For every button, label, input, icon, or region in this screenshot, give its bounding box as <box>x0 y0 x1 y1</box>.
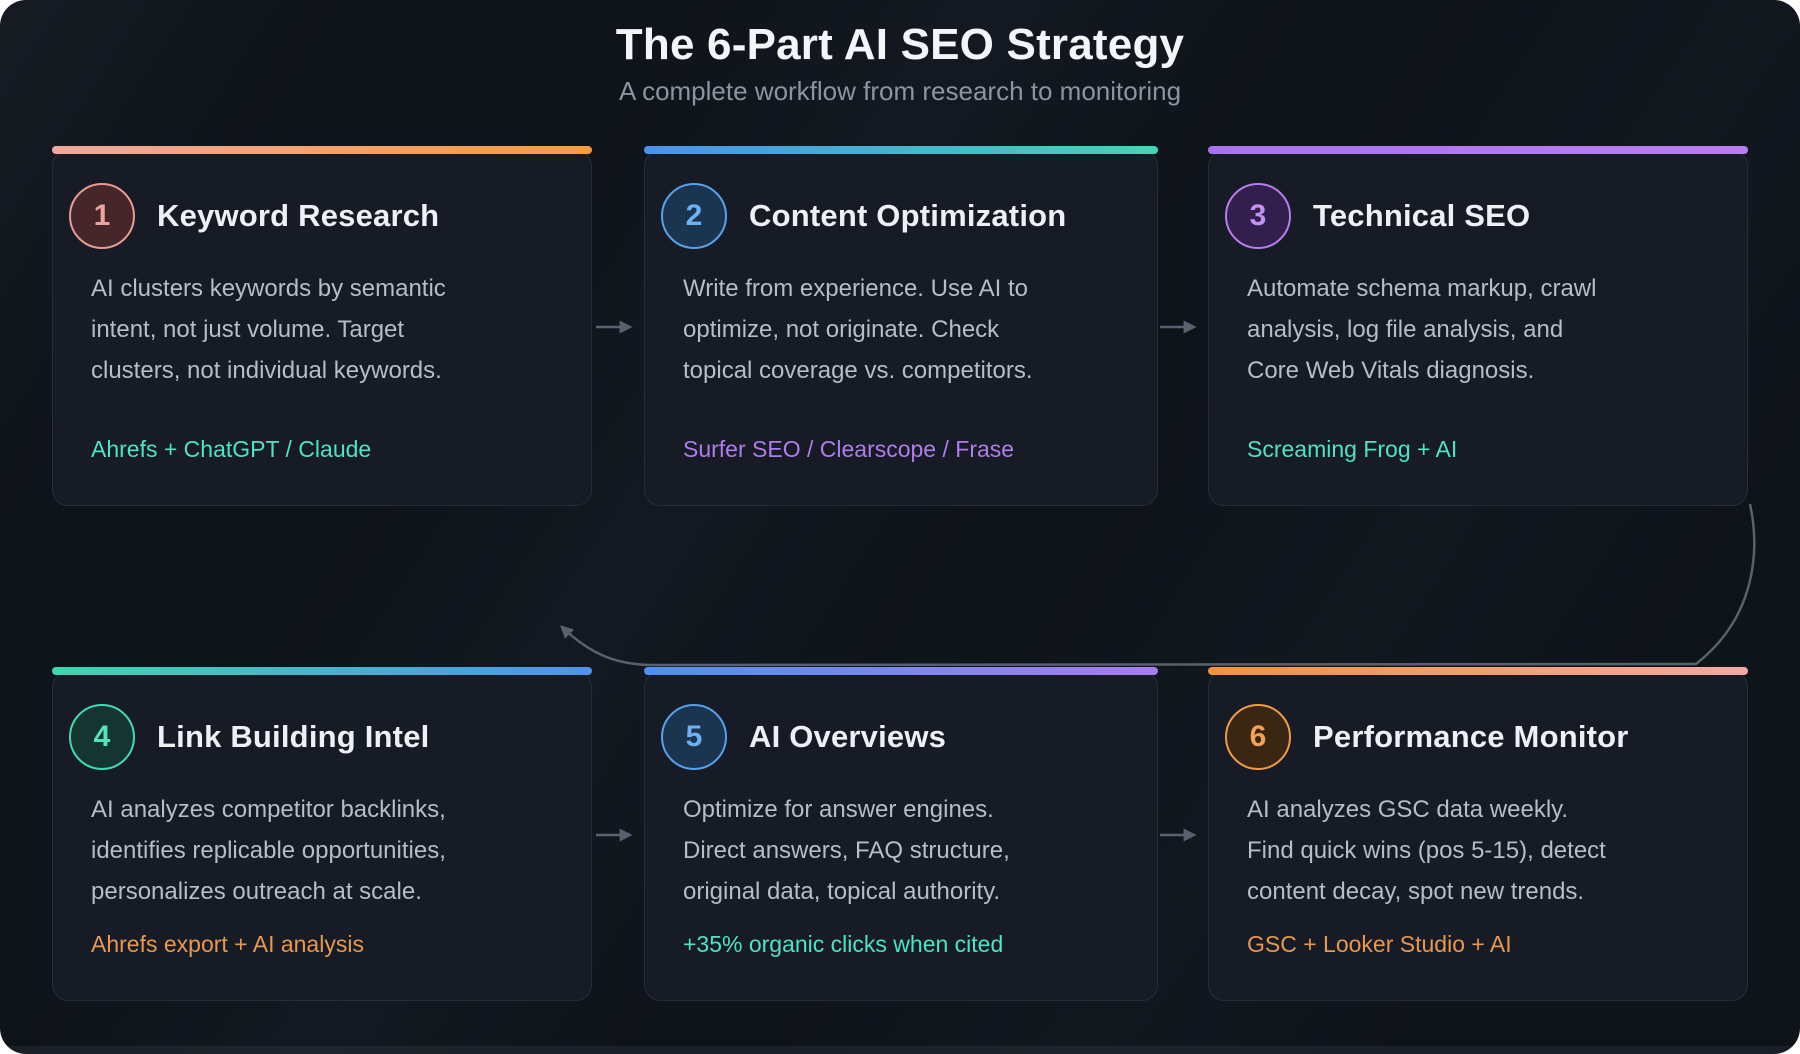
card-tools-label: +35% organic clicks when cited <box>683 931 1004 957</box>
card-content-optimization: 2 Content Optimization Write from experi… <box>644 146 1158 506</box>
step-number-badge: 3 <box>1225 183 1291 249</box>
card-tools-label: GSC + Looker Studio + AI <box>1247 931 1512 957</box>
card-description: AI analyzes competitor backlinks, identi… <box>91 796 446 905</box>
step-number-badge: 2 <box>661 183 727 249</box>
card-link-building-intel: 4 Link Building Intel AI analyzes compet… <box>52 667 592 1001</box>
step-number-badge: 4 <box>69 704 135 770</box>
step-number-badge: 6 <box>1225 704 1291 770</box>
page-subtitle: A complete workflow from research to mon… <box>618 76 1182 106</box>
card-technical-seo: 3 Technical SEO Automate schema markup, … <box>1208 146 1748 506</box>
card-tools-label: Surfer SEO / Clearscope / Frase <box>683 436 1015 462</box>
card-title: Keyword Research <box>157 198 440 233</box>
card-description: AI analyzes GSC data weekly. Find quick … <box>1247 796 1606 905</box>
card-header: 6 Performance Monitor <box>1225 704 1707 770</box>
card-title: Content Optimization <box>749 198 1067 233</box>
card-description: Optimize for answer engines. Direct answ… <box>683 796 1010 905</box>
card-header: 4 Link Building Intel <box>69 704 551 770</box>
card-description: Write from experience. Use AI to optimiz… <box>683 275 1033 384</box>
loop-arrow-step3-to-step4-icon <box>560 503 1756 667</box>
card-title: Technical SEO <box>1313 198 1531 233</box>
page-title: The 6-Part AI SEO Strategy <box>615 20 1185 69</box>
card-tools-label: Screaming Frog + AI <box>1247 436 1458 462</box>
card-tools-label: Ahrefs export + AI analysis <box>91 931 364 957</box>
card-title: Link Building Intel <box>157 719 430 754</box>
header: The 6-Part AI SEO Strategy A complete wo… <box>0 0 1800 107</box>
card-ai-overviews: 5 AI Overviews Optimize for answer engin… <box>644 667 1158 1001</box>
bottom-edge-strip <box>0 1046 1800 1054</box>
step-number-badge: 1 <box>69 183 135 249</box>
card-header: 2 Content Optimization <box>661 183 1117 249</box>
card-header: 3 Technical SEO <box>1225 183 1707 249</box>
card-accent-bar <box>52 146 592 154</box>
card-accent-bar <box>1208 667 1748 675</box>
card-tools-label: Ahrefs + ChatGPT / Claude <box>91 436 372 462</box>
card-description: Automate schema markup, crawl analysis, … <box>1247 275 1597 384</box>
card-accent-bar <box>52 667 592 675</box>
card-accent-bar <box>644 667 1158 675</box>
card-title: AI Overviews <box>749 719 947 754</box>
card-title: Performance Monitor <box>1313 719 1629 754</box>
card-description: AI clusters keywords by semantic intent,… <box>91 275 446 384</box>
card-performance-monitor: 6 Performance Monitor AI analyzes GSC da… <box>1208 667 1748 1001</box>
card-header: 1 Keyword Research <box>69 183 551 249</box>
card-accent-bar <box>644 146 1158 154</box>
card-keyword-research: 1 Keyword Research AI clusters keywords … <box>52 146 592 506</box>
card-accent-bar <box>1208 146 1748 154</box>
card-header: 5 AI Overviews <box>661 704 1117 770</box>
step-number-badge: 5 <box>661 704 727 770</box>
